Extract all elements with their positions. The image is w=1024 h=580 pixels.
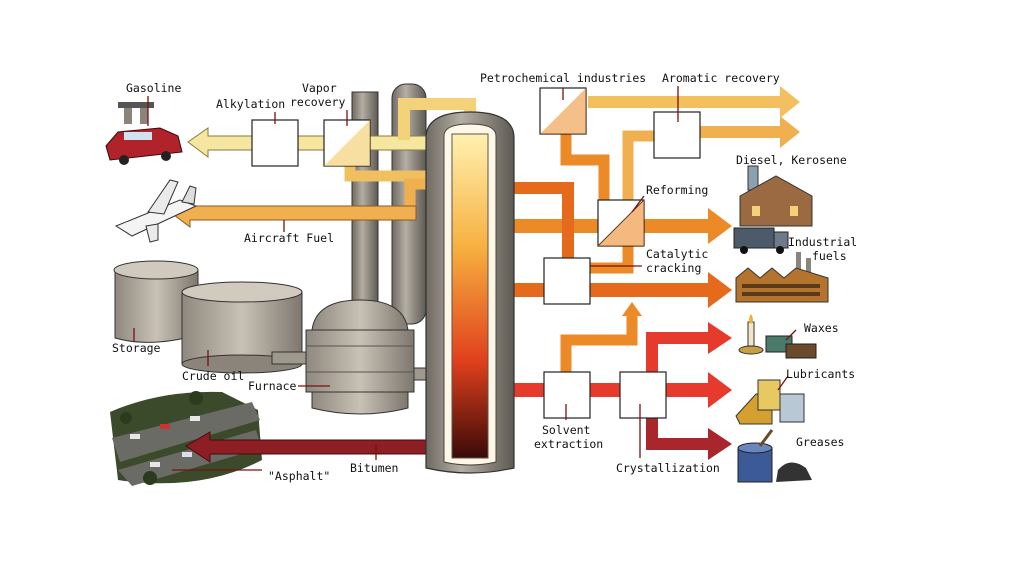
catalytic-cracking-box — [543, 257, 591, 305]
candle-icon — [738, 314, 817, 359]
label-waxes: Waxes — [804, 321, 839, 335]
label-reforming: Reforming — [646, 183, 708, 197]
label-aircraft-fuel: Aircraft Fuel — [244, 231, 334, 245]
label-catalytic: Catalytic — [646, 247, 708, 261]
label-diesel: Diesel, Kerosene — [736, 153, 847, 167]
label-petrochemical: Petrochemical industries — [480, 71, 646, 85]
label-crude-oil: Crude oil — [182, 369, 244, 383]
label-asphalt: "Asphalt" — [268, 469, 330, 483]
airplane-icon — [114, 179, 198, 243]
aromatic-recovery-box — [653, 111, 701, 159]
highway-icon — [110, 391, 262, 486]
label-aromatic: Aromatic recovery — [662, 71, 780, 85]
label-vapor: Vapor — [302, 81, 337, 95]
label-industrial: Industrial — [788, 235, 857, 249]
label-greases: Greases — [796, 435, 844, 449]
alkylation-box — [251, 119, 299, 167]
leader-lines — [133, 86, 797, 471]
label-storage: Storage — [112, 341, 161, 355]
storage-tank-icon — [113, 260, 199, 343]
oil-can-icon — [735, 379, 805, 425]
solvent-extraction-box — [543, 371, 591, 419]
label-lubricants: Lubricants — [786, 367, 855, 381]
distillation-column — [425, 111, 515, 474]
label-gasoline: Gasoline — [126, 81, 181, 95]
label-bitumen: Bitumen — [350, 461, 398, 475]
label-crystallization: Crystallization — [616, 461, 720, 475]
furnace-icon — [271, 299, 433, 415]
label-cracking: cracking — [646, 261, 701, 275]
car-icon — [105, 102, 183, 165]
grease-bucket-icon — [737, 429, 812, 483]
label-extraction: extraction — [534, 437, 603, 451]
label-fuels: fuels — [812, 249, 847, 263]
crude-oil-tank-icon — [181, 281, 303, 374]
factory-icon — [735, 252, 829, 303]
label-furnace: Furnace — [248, 379, 297, 393]
label-recovery: recovery — [290, 95, 345, 109]
label-alkylation: Alkylation — [216, 97, 285, 111]
labels: Gasoline Alkylation Vapor recovery Petro… — [112, 71, 857, 483]
crystallization-box — [619, 371, 667, 419]
label-solvent: Solvent — [542, 423, 590, 437]
house-truck-icon — [733, 165, 813, 254]
